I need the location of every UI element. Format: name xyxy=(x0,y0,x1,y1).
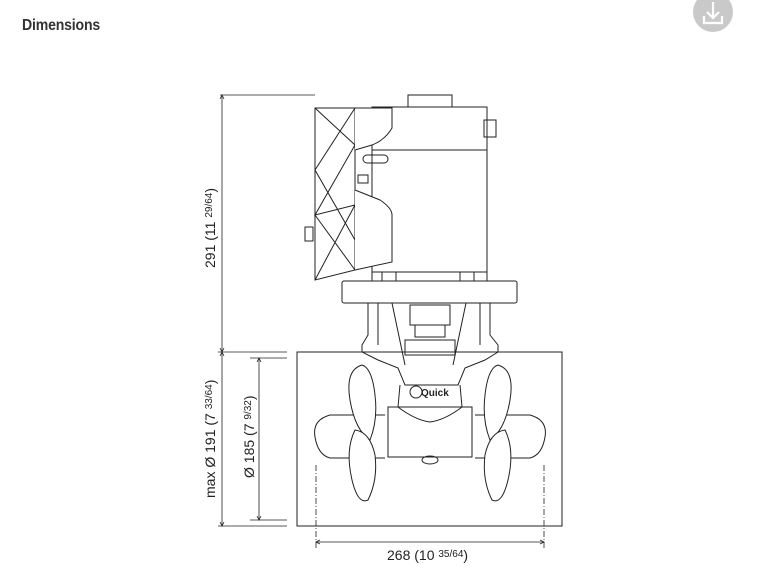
gear-leg xyxy=(361,302,499,423)
svg-text:Quick: Quick xyxy=(421,388,449,399)
propeller-assembly xyxy=(314,364,546,502)
diameter-label: Ø 185 (7 9/32) xyxy=(241,395,257,478)
section-title: Dimensions xyxy=(22,17,101,34)
download-button[interactable] xyxy=(693,0,733,32)
height-dimension-label: 291 (11 29/64) xyxy=(202,188,218,268)
motor xyxy=(304,94,497,281)
flange xyxy=(341,271,518,304)
quick-logo: Quick xyxy=(409,385,449,399)
tunnel xyxy=(296,351,563,527)
max-diameter-label: max Ø 191 (7 33/64) xyxy=(202,380,218,498)
download-icon xyxy=(702,2,724,25)
width-dimension-label: 268 (10 35/64) xyxy=(387,547,468,563)
dimension-lines xyxy=(218,94,545,548)
